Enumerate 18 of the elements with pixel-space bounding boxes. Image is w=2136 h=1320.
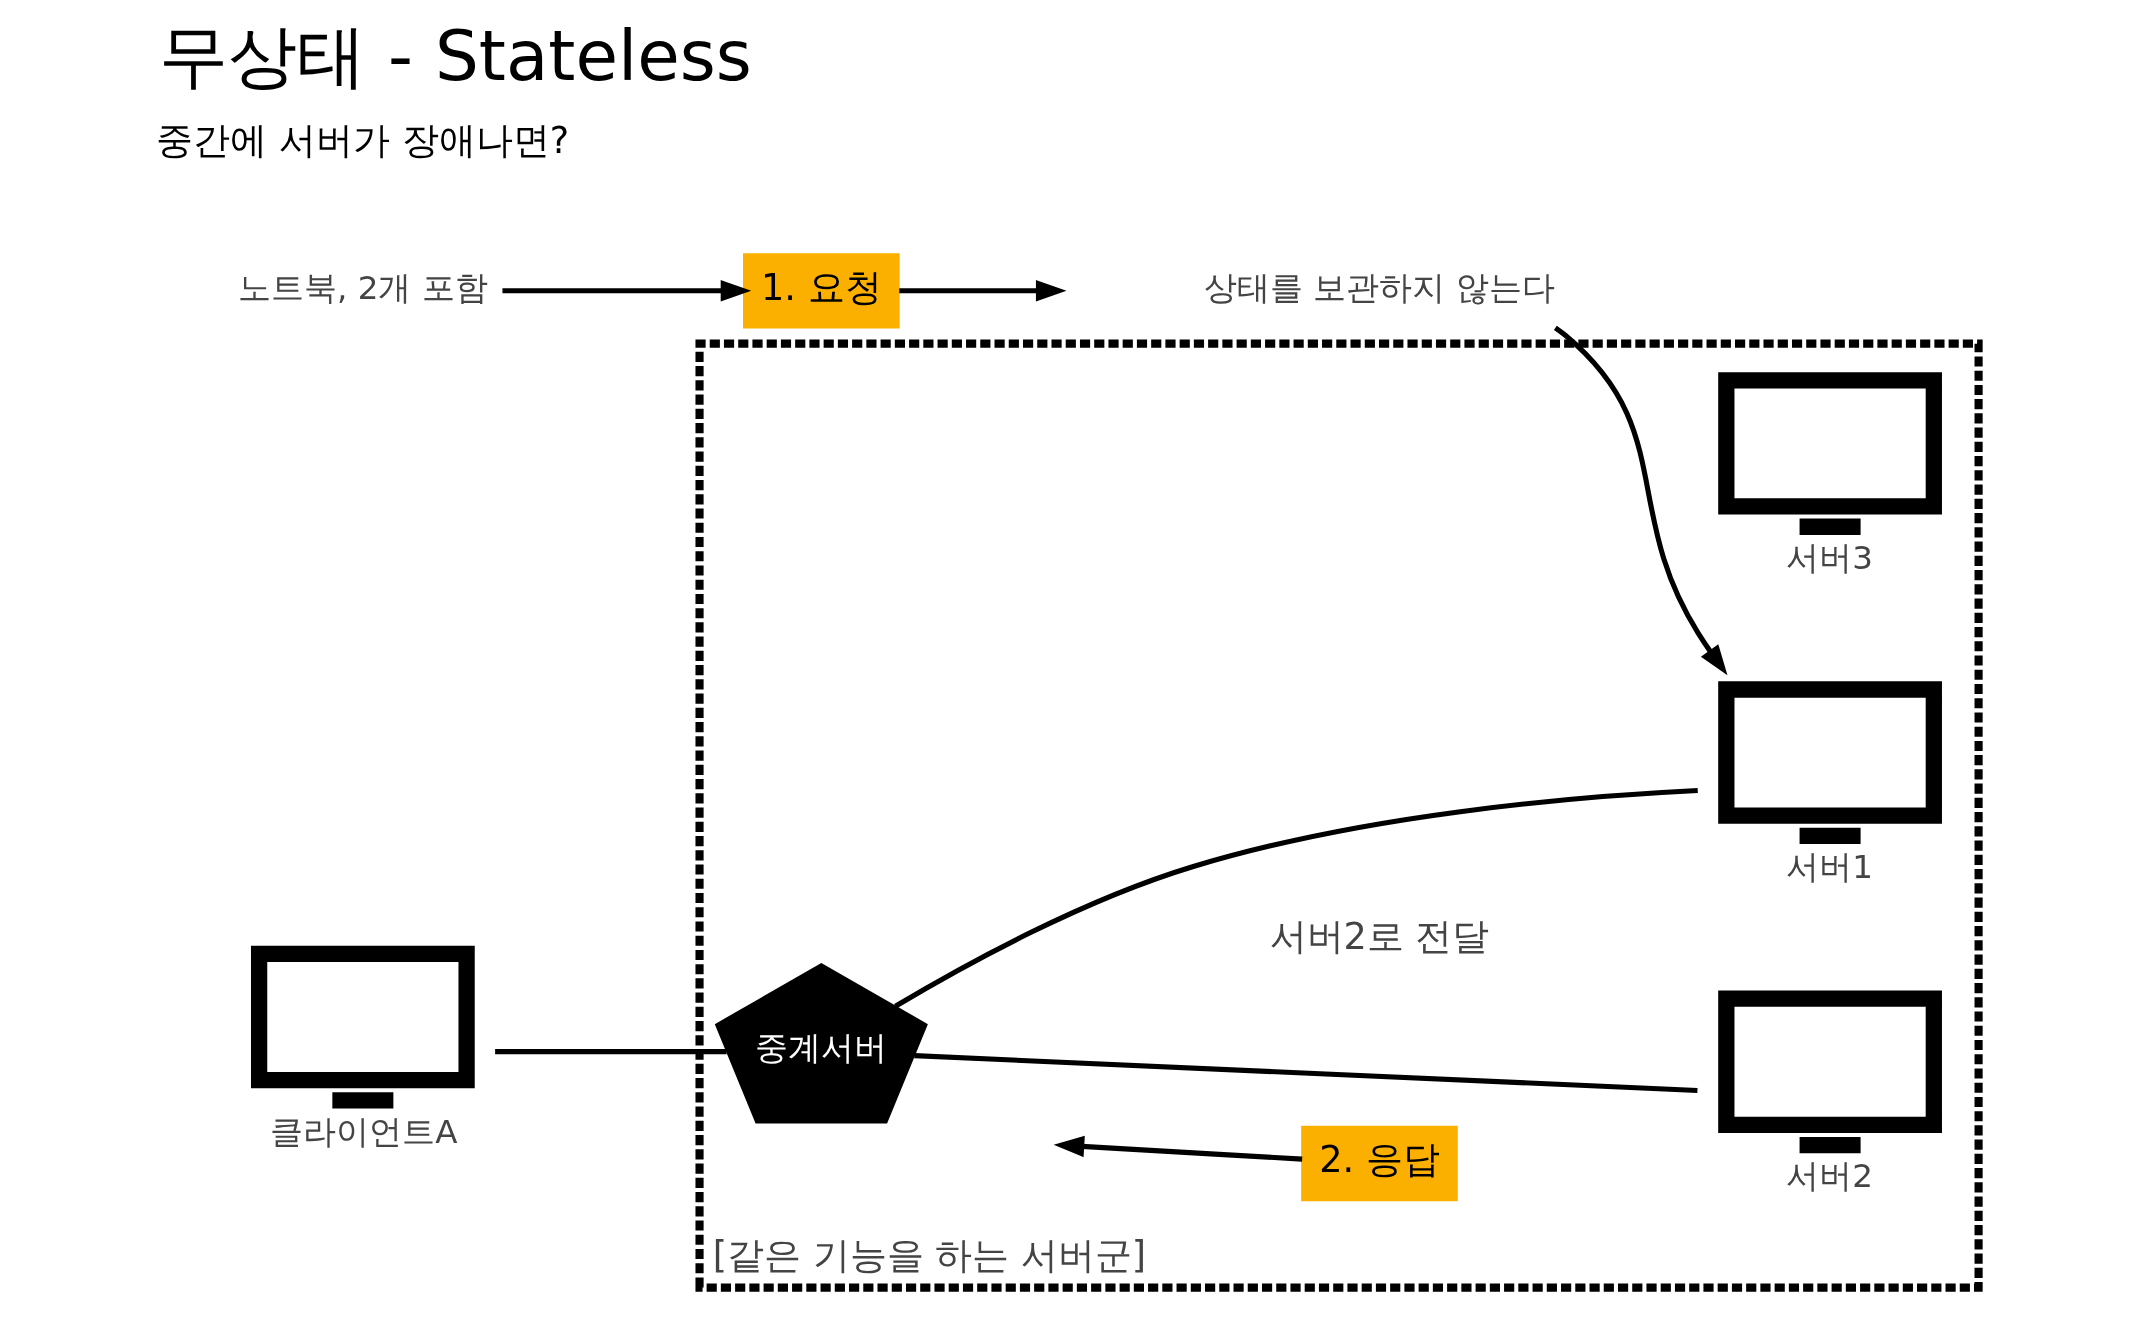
label: 서버2로 전달 <box>1269 914 1489 958</box>
label: 중간에 서버가 장애나면? <box>156 119 569 163</box>
node-text: 상태를 보관하지 않는다 <box>1203 268 1555 307</box>
connector <box>913 1053 1698 1094</box>
node-label: 서버3 <box>1785 539 1873 578</box>
node-label: 클라이언트A <box>269 1112 458 1151</box>
node-label: 서버1 <box>1785 848 1873 887</box>
arrow <box>1553 325 1727 676</box>
connector <box>893 788 1698 1009</box>
node-box: 1. 요청 <box>742 253 900 329</box>
arrow <box>501 280 751 302</box>
diagram-title: 무상태 - Stateless <box>158 15 752 96</box>
node-box: 2. 응답 <box>1300 1125 1458 1202</box>
connector <box>494 1049 727 1055</box>
node-text: 노트북, 2개 포함 <box>237 268 488 307</box>
arrow <box>898 280 1067 302</box>
arrow <box>1053 1135 1302 1162</box>
node-label: 서버2 <box>1785 1157 1873 1196</box>
